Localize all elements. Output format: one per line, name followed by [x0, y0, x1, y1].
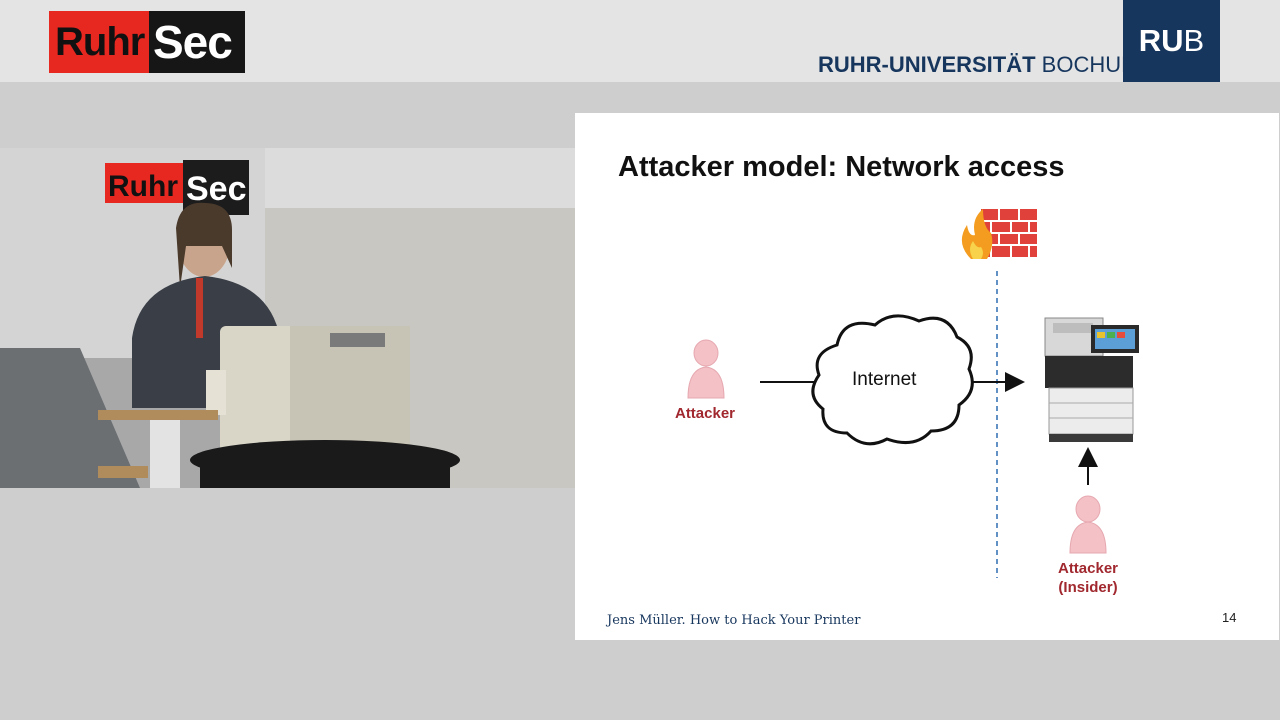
insider-label-line2: (Insider) [1058, 579, 1118, 596]
speaker-video-scene: Ruhr Sec [0, 148, 575, 488]
attacker-person-icon [687, 339, 725, 399]
insider-label: Attacker (Insider) [1051, 559, 1125, 597]
university-name: RUHR-UNIVERSITÄT BOCHUM [818, 52, 1139, 78]
internet-label: Internet [852, 369, 917, 390]
logo-ruhr-text: Ruhr [49, 11, 149, 73]
slide-footer: Jens Müller. How to Hack Your Printer [607, 613, 861, 628]
ruhrsec-logo: Ruhr Sec [49, 11, 245, 73]
firewall-icon [961, 209, 1037, 259]
rub-logo-light: B [1183, 23, 1205, 58]
insider-label-line1: Attacker [1057, 560, 1119, 577]
internet-cloud-icon [811, 314, 974, 446]
university-name-bold: RUHR-UNIVERSITÄT [818, 52, 1036, 77]
backdrop-logo-ruhr: Ruhr [108, 170, 178, 203]
presentation-slide: Attacker model: Network access [575, 113, 1279, 640]
backdrop-logo-sec: Sec [186, 170, 247, 208]
slide-page-number: 14 [1222, 610, 1237, 625]
rub-logo: RUB [1123, 0, 1220, 82]
attacker-label: Attacker [674, 405, 736, 422]
slide-title: Attacker model: Network access [618, 151, 1065, 183]
rub-logo-bold: RU [1138, 23, 1184, 58]
network-diagram [687, 209, 1139, 578]
logo-sec-text: Sec [149, 11, 245, 73]
insider-person-icon [1069, 495, 1107, 554]
speaker-video: Ruhr Sec [0, 148, 575, 488]
printer-icon [1044, 317, 1139, 442]
